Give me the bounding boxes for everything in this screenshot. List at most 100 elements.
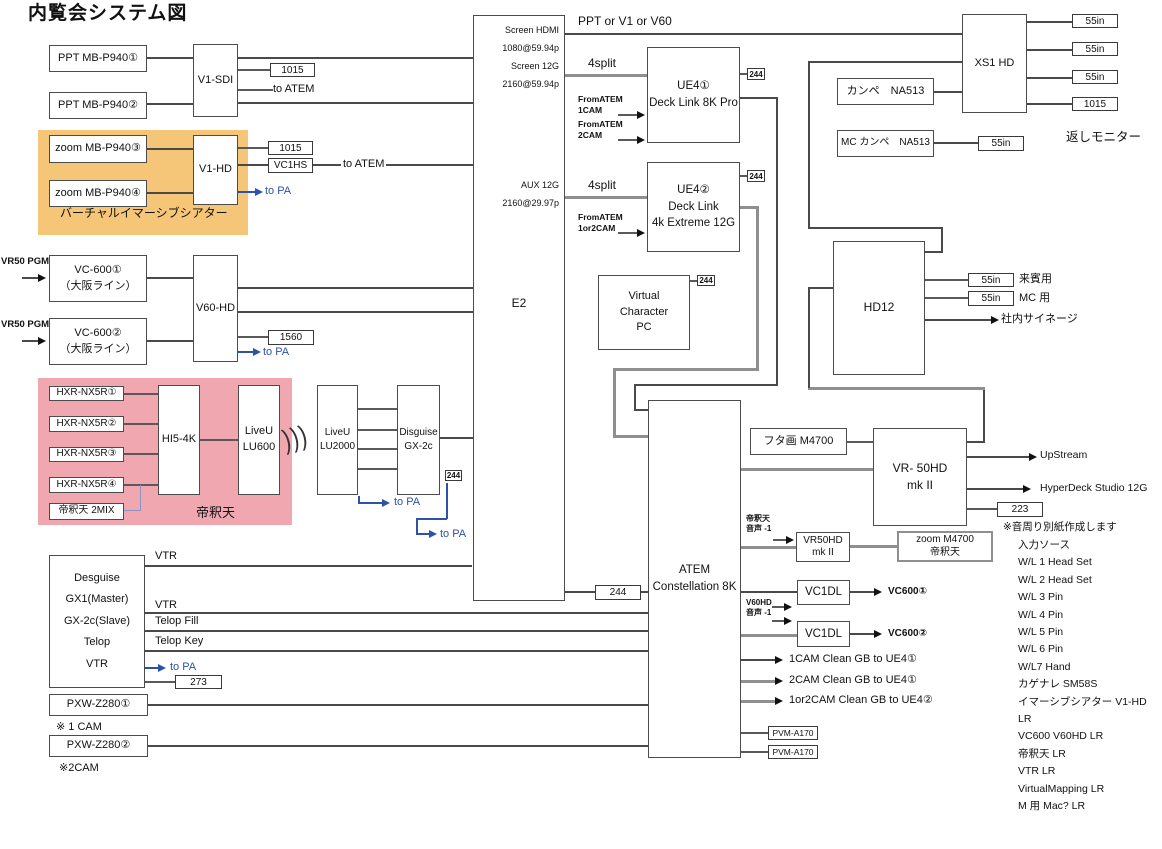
label-from-atem-1cam: FromATEM 1CAM	[578, 94, 623, 116]
tag-vc1hs: VC1HS	[268, 158, 313, 173]
wire-2mix	[140, 485, 142, 511]
wire	[634, 409, 648, 411]
box-disguise-gx2c: Disguise GX-2c	[397, 385, 440, 495]
wire	[238, 336, 268, 338]
label-vc600-2-out: VC600②	[888, 628, 928, 639]
arrowhead	[158, 664, 166, 672]
wire-to-pa	[446, 483, 448, 519]
box-atem-constellation: ATEM Constellation 8K	[648, 400, 741, 758]
wire	[618, 232, 639, 234]
wire	[238, 164, 268, 166]
wire	[147, 148, 193, 150]
box-e2	[473, 15, 565, 601]
wire	[741, 732, 768, 734]
wire	[773, 539, 787, 541]
wire	[925, 319, 993, 321]
arrowhead	[637, 229, 645, 237]
wire	[124, 453, 158, 455]
label-upstream: UpStream	[1040, 449, 1088, 461]
label-to-pa-lu2000: to PA	[394, 496, 421, 508]
tag-244-e2: 244	[595, 585, 641, 600]
e2-port-screen-hdmi-format: 1080@59.94p	[502, 43, 559, 53]
label-from-atem-2cam: FromATEM 2CAM	[578, 119, 623, 141]
tag-pvm-a170-2: PVM-A170	[768, 745, 818, 759]
wire-to-pa	[358, 496, 360, 503]
arrowhead	[874, 630, 882, 638]
arrowhead	[786, 536, 794, 544]
e2-port-aux-12g-format: 2160@29.97p	[502, 198, 559, 208]
wire	[147, 277, 193, 279]
label-to-atem-2: to ATEM	[341, 157, 387, 172]
label-vr50-pgm-2: VR50 PGM	[1, 319, 50, 330]
wire	[145, 681, 175, 683]
wire-to-pa	[416, 518, 418, 534]
wire	[618, 114, 639, 116]
tag-pvm-a170-1: PVM-A170	[768, 726, 818, 740]
note-line: W/L 2 Head Set	[1018, 573, 1092, 586]
wire	[358, 408, 397, 410]
wire	[613, 368, 759, 371]
label-vtr-a: VTR	[155, 550, 177, 562]
tag-244-ue4-1: 244	[747, 68, 765, 80]
label-to-pa-desguise: to PA	[170, 661, 197, 673]
wire	[808, 387, 985, 390]
label-signage: 社内サイネージ	[1001, 313, 1078, 325]
wire-to-pa	[416, 533, 431, 535]
wire	[200, 439, 238, 441]
wire	[634, 384, 778, 386]
input-source-list: 入力ソース W/L 1 Head Set W/L 2 Head Set W/L …	[1018, 537, 1162, 816]
box-hxr-nx5r-1: HXR-NX5R①	[49, 386, 124, 401]
tag-223: 223	[997, 502, 1043, 517]
wire	[850, 545, 897, 548]
label-vr50-pgm-1: VR50 PGM	[1, 256, 50, 267]
wire	[147, 57, 193, 59]
arrowhead	[637, 111, 645, 119]
note-line: M 用 Mac? LR	[1018, 800, 1086, 813]
label-virtual-immersive-theater: バーチャルイマーシブシアター	[60, 206, 228, 220]
box-liveu-lu2000: LiveU LU2000	[317, 385, 358, 495]
wire	[613, 435, 648, 438]
tag-55in-3: 55in	[1072, 70, 1118, 84]
box-hxr-nx5r-3: HXR-NX5R③	[49, 447, 124, 462]
label-hyperdeck: HyperDeck Studio 12G	[1040, 482, 1148, 494]
box-liveu-lu600: LiveU LU600	[238, 385, 280, 495]
box-pxw-z280-2: PXW-Z280②	[49, 735, 148, 757]
note-line: W/L7 Hand	[1018, 660, 1071, 673]
arrowhead	[1029, 453, 1037, 461]
box-hd12: HD12	[833, 241, 925, 375]
wire	[238, 69, 270, 71]
tag-55in-mc: 55in	[978, 136, 1024, 151]
tag-273: 273	[175, 675, 222, 689]
wire	[565, 196, 647, 199]
wire	[741, 468, 873, 471]
wire-to-pa	[145, 667, 159, 669]
wire	[313, 164, 473, 166]
wire	[147, 340, 193, 342]
note-line: W/L 4 Pin	[1018, 608, 1064, 621]
wire	[565, 33, 962, 35]
wire	[22, 277, 40, 279]
tag-55in-guest: 55in	[968, 273, 1014, 287]
wire	[967, 508, 997, 510]
box-xs1-hd: XS1 HD	[962, 14, 1027, 113]
wire	[850, 591, 876, 593]
label-1cam-note: ※ 1 CAM	[56, 721, 102, 733]
arrowhead	[874, 588, 882, 596]
wire	[1027, 21, 1072, 23]
wire	[641, 591, 648, 593]
tag-244-pc: 244	[697, 275, 715, 286]
box-v1-sdi: V1-SDI	[193, 44, 238, 117]
box-vc600-1: VC-600① （大阪ライン）	[49, 255, 147, 302]
tag-55in-1: 55in	[1072, 14, 1118, 28]
wire	[741, 751, 768, 753]
e2-label: E2	[511, 296, 527, 310]
label-4split-2: 4split	[588, 178, 617, 192]
label-guest-use: 来賓用	[1019, 273, 1052, 285]
label-to-pa-gx2c: to PA	[440, 528, 467, 540]
label-to-pa-v60hd: to PA	[263, 346, 290, 358]
wire	[925, 251, 943, 253]
box-mc-kanpe-na513: MC カンペ NA513	[837, 130, 934, 157]
wire	[145, 650, 648, 652]
e2-port-screen-hdmi: Screen HDMI	[504, 25, 559, 35]
